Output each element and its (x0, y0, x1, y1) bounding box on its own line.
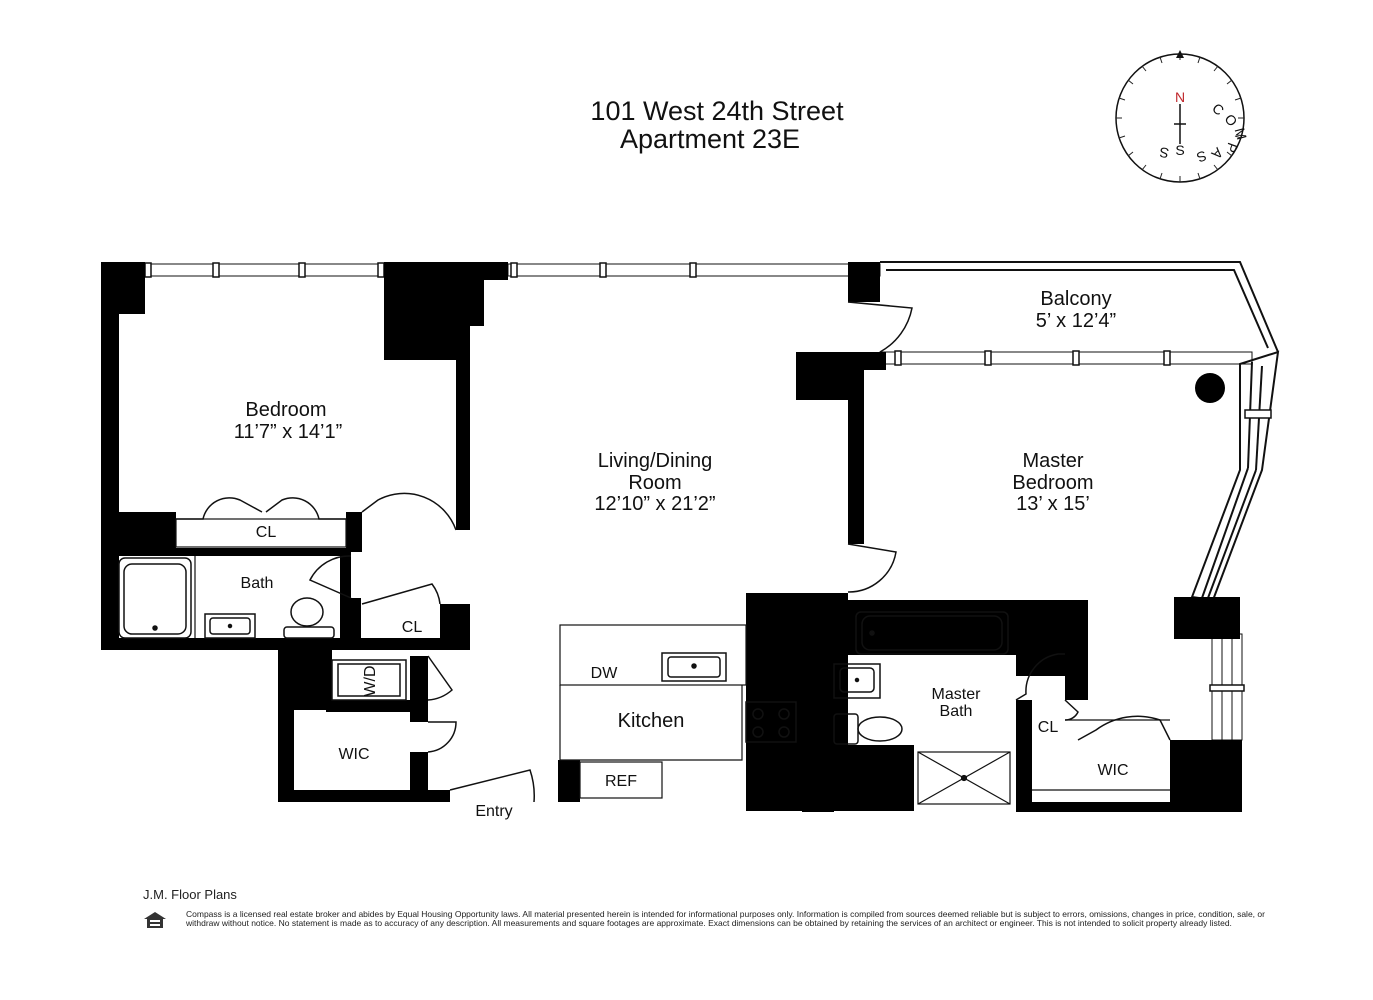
wic-left-label: WIC (338, 746, 369, 763)
compass-south: S (1175, 142, 1184, 158)
compass-letter: O (1221, 111, 1240, 129)
window-mullions (144, 262, 1171, 366)
balcony-outline (880, 261, 1279, 353)
bedroom-floor (119, 314, 145, 512)
window-mullion (1244, 409, 1272, 419)
sink-icon (204, 613, 256, 639)
compass-icon: N S C O M P A S S (1115, 50, 1250, 183)
living-name-1: Living/Dining (598, 450, 713, 472)
master-tub-icon (855, 611, 1009, 655)
wic-master-floor (1032, 720, 1170, 802)
master-bedroom-dims: 13’ x 15’ (1016, 493, 1090, 515)
shower-icon (917, 751, 1011, 805)
stove-icon (745, 701, 797, 743)
master-bath-floor (848, 655, 1016, 745)
shower-floor (914, 745, 1016, 802)
bathtub-icon (118, 557, 192, 639)
master-bath-name-1: Master (932, 686, 982, 703)
bedroom-dims: 11’7” x 14’1” (234, 421, 343, 443)
living-name-2: Room (628, 472, 681, 494)
kitchen-name: Kitchen (618, 710, 685, 732)
master-bedroom-name-1: Master (1022, 450, 1083, 472)
cl-floor (362, 612, 440, 638)
wic-master-label: WIC (1097, 762, 1128, 779)
cl-hall-label: CL (402, 619, 423, 636)
master-bath-name-2: Bath (940, 703, 973, 720)
living-dims: 12’10” x 21’2” (594, 493, 715, 515)
toilet-icon (283, 597, 335, 639)
title-address: 101 West 24th Street (590, 96, 844, 126)
wic-floor (294, 712, 410, 790)
washer-dryer-label: W/D (362, 665, 379, 696)
dishwasher-label: DW (591, 665, 619, 682)
balcony-name: Balcony (1040, 288, 1111, 310)
compass-letter: C (1209, 100, 1227, 119)
master-bedroom-name-2: Bedroom (1012, 472, 1093, 494)
compass-letter: S (1158, 144, 1170, 161)
bath-name: Bath (241, 575, 274, 592)
walls (101, 262, 1242, 812)
entry-label: Entry (475, 803, 512, 820)
equal-housing-icon (144, 912, 166, 928)
washer-dryer-icon (331, 659, 407, 701)
compass-letter: S (1195, 148, 1209, 166)
cl-master-floor (1032, 676, 1065, 720)
cl-master-label: CL (1038, 719, 1059, 736)
bedroom-name: Bedroom (245, 399, 326, 421)
refrigerator-label: REF (605, 773, 637, 790)
master-sink-icon (833, 663, 881, 699)
column (1195, 373, 1225, 403)
compass-north: N (1175, 89, 1185, 105)
window-east-lower (1209, 633, 1245, 741)
balcony-dims: 5’ x 12’4” (1036, 310, 1116, 332)
credit-text: J.M. Floor Plans (143, 887, 237, 902)
disclaimer-text: Compass is a licensed real estate broker… (186, 909, 1265, 928)
kitchen-sink-icon (661, 652, 727, 682)
title-apartment: Apartment 23E (620, 124, 800, 154)
doors (176, 301, 1171, 803)
compass-letter: P (1223, 141, 1241, 155)
cl-bedroom-label: CL (256, 524, 277, 541)
master-toilet-icon (833, 713, 903, 745)
compass-letter: M (1232, 126, 1250, 141)
room-labels: Bedroom 11’7” x 14’1” Living/Dining Room… (234, 288, 1129, 820)
